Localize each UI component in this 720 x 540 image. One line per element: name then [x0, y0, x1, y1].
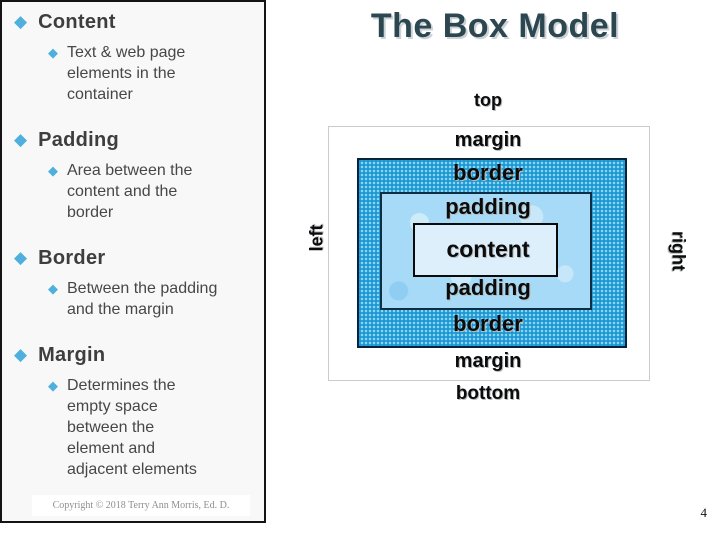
border-label-top: border — [453, 160, 523, 185]
right-edge-label: right — [668, 231, 689, 271]
outline-heading: Content — [38, 11, 116, 33]
margin-label-top: margin — [454, 129, 522, 151]
diamond-bullet-icon: ◆ — [14, 248, 28, 267]
outline-panel: ◆ Content ◆ Text & web page elements in … — [0, 0, 266, 523]
page-title: The Box Model — [370, 7, 620, 45]
copyright-notice: Copyright © 2018 Terry Ann Morris, Ed. D… — [32, 495, 250, 516]
margin-label-bottom: margin — [454, 350, 522, 372]
outline-heading: Border — [38, 247, 106, 269]
outline-heading: Margin — [38, 344, 106, 366]
outline-item-border: ◆ Border ◆ Between the padding and the m… — [2, 245, 264, 320]
outline-detail: Determines the empty space between the e… — [67, 377, 197, 478]
diamond-bullet-icon: ◆ — [48, 281, 58, 296]
diamond-bullet-icon: ◆ — [48, 45, 58, 60]
top-edge-label: top — [474, 90, 502, 110]
outline-item-margin: ◆ Margin ◆ Determines the empty space be… — [2, 342, 264, 480]
outline-item-content: ◆ Content ◆ Text & web page elements in … — [2, 9, 264, 105]
padding-label-top: padding — [445, 194, 531, 219]
page-number: 4 — [700, 505, 708, 520]
diamond-bullet-icon: ◆ — [14, 345, 28, 364]
outline-heading: Padding — [38, 129, 120, 151]
outline-detail: Area between the content and the border — [67, 162, 193, 221]
border-label-bottom: border — [453, 311, 523, 336]
content-area-box — [413, 223, 558, 277]
diamond-bullet-icon: ◆ — [14, 12, 28, 31]
outline-detail: Between the padding and the margin — [67, 280, 218, 318]
outline-item-padding: ◆ Padding ◆ Area between the content and… — [2, 127, 264, 223]
diamond-bullet-icon: ◆ — [14, 130, 28, 149]
bottom-edge-label: bottom — [455, 383, 521, 404]
outline-detail: Text & web page elements in the containe… — [67, 44, 186, 103]
content-label: content — [446, 236, 530, 262]
diamond-bullet-icon: ◆ — [48, 163, 58, 178]
left-edge-label: left — [306, 224, 327, 252]
padding-label-bottom: padding — [445, 275, 531, 300]
diamond-bullet-icon: ◆ — [48, 378, 58, 393]
